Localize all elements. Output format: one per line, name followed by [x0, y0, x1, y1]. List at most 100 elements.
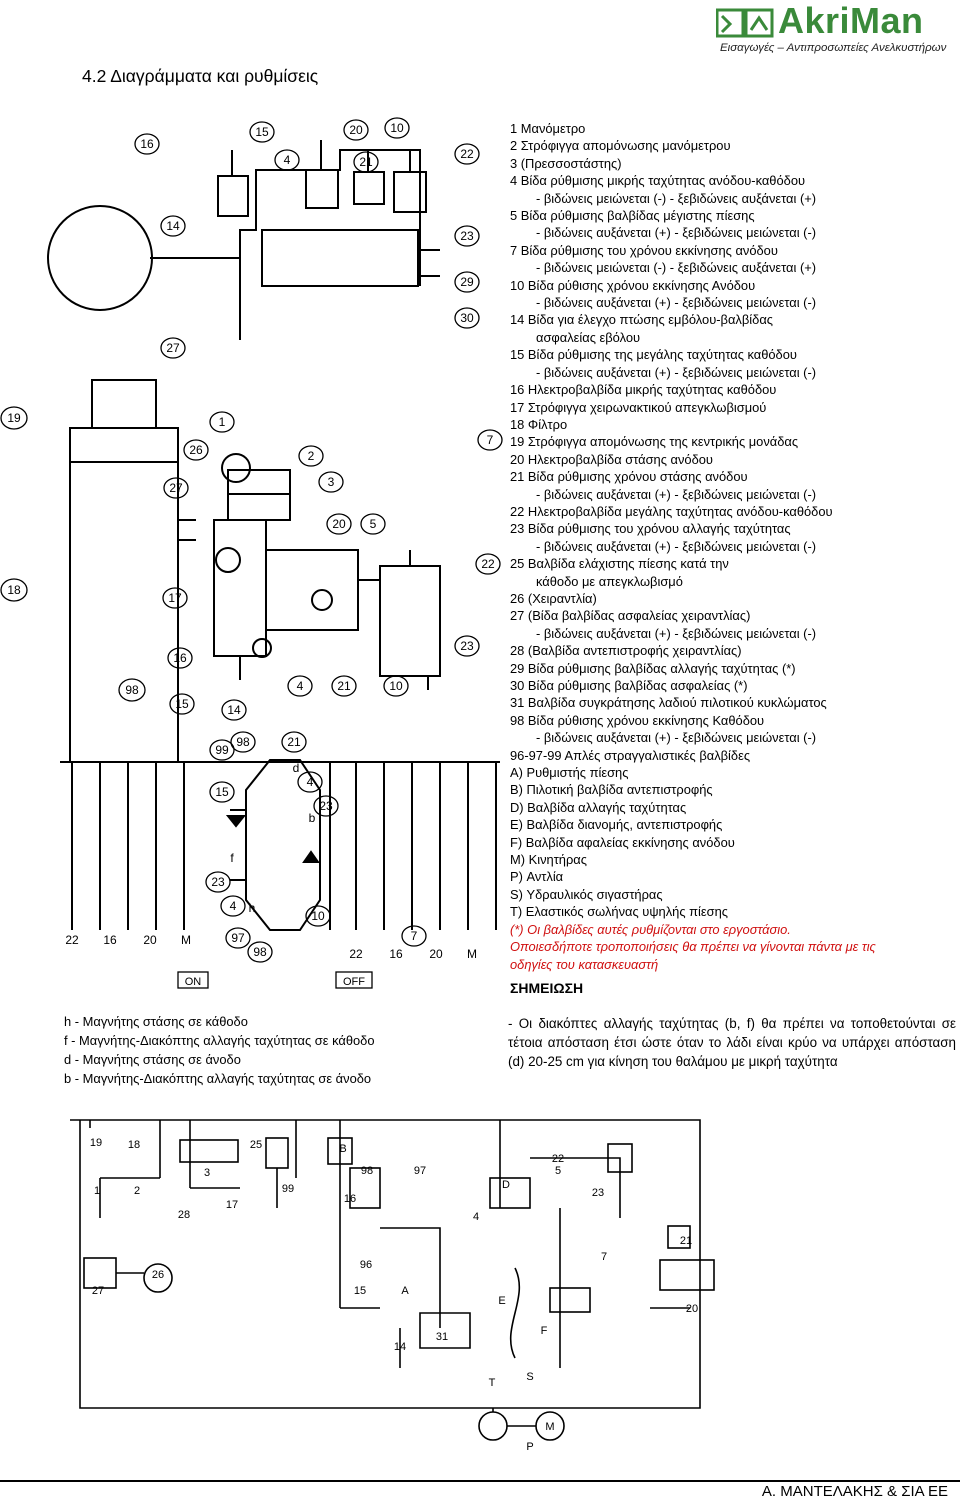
legend-item: - βιδώνεις μειώνεται (-) - ξεβιδώνεις αυ…: [536, 190, 817, 206]
magnet-item: f - Μαγνήτης-Διακόπτης αλλαγής ταχύτητας…: [64, 1033, 375, 1048]
legend-item: - βιδώνεις αυξάνεται (+) - ξεβιδώνεις με…: [536, 538, 817, 554]
label-5: 5: [370, 517, 377, 531]
label-98b: 98: [236, 735, 250, 749]
legend-item: 2 Στρόφιγγα απομόνωσης μανόμετρου: [510, 138, 731, 154]
legend-item: - βιδώνεις αυξάνεται (+) - ξεβιδώνεις με…: [536, 364, 817, 380]
sch-99: 99: [282, 1183, 294, 1195]
sch-4: 4: [473, 1211, 479, 1223]
label-27: 27: [166, 341, 180, 355]
sch-5: 5: [555, 1165, 561, 1177]
sch-26: 26: [152, 1269, 164, 1281]
legend-item: ασφαλείας εβόλου: [536, 329, 641, 345]
legend-item: - βιδώνεις μειώνεται (-) - ξεβιδώνεις αυ…: [536, 260, 817, 276]
legend-item: 29 Βίδα ρύθμισης βαλβίδας αλλαγής ταχύτη…: [510, 660, 796, 676]
footer-company: Α. ΜΑΝΤΕΛΑΚΗΣ & ΣΙΑ ΕΕ: [761, 1483, 948, 1500]
legend-item: 25 Βαλβίδα ελάχιστης πίεσης κατά την: [510, 556, 729, 572]
valve-block-diagram: 16 15 20 10 4 21 22 14 23 29 30 27 19 1 …: [0, 117, 503, 989]
label-98: 98: [125, 683, 139, 697]
label-22: 22: [460, 147, 474, 161]
sch-96: 96: [360, 1259, 372, 1271]
sch-23: 23: [592, 1187, 604, 1199]
label-4: 4: [284, 153, 291, 167]
sch-7: 7: [601, 1251, 607, 1263]
label-20: 20: [349, 123, 363, 137]
legend-item: 14 Βίδα για έλεγχο πτώσης εμβόλου-βαλβίδ…: [510, 312, 773, 328]
legend-item: - βιδώνεις αυξάνεται (+) - ξεβιδώνεις με…: [536, 295, 817, 311]
legend-item: 19 Στρόφιγγα απομόνωσης της κεντρικής μο…: [510, 434, 799, 450]
legend-item: 28 (Βαλβίδα αντεπιστροφής χειραντλίας): [510, 643, 742, 659]
label-7: 7: [487, 433, 494, 447]
legend-item: E) Βαλβίδα διανομής, αντεπιστροφής: [510, 817, 723, 833]
label-21: 21: [359, 155, 373, 169]
sch-T: T: [489, 1377, 496, 1389]
sch-17: 17: [226, 1199, 238, 1211]
label-20b: 20: [332, 517, 346, 531]
label-16b: 16: [173, 651, 187, 665]
label-17: 17: [168, 591, 182, 605]
sch-D: D: [502, 1179, 510, 1191]
sch-22: 22: [552, 1153, 564, 1165]
label-10: 10: [390, 121, 404, 135]
magnet-item: h - Μαγνήτης στάσης σε κάθοδο: [64, 1014, 248, 1029]
sch-97: 97: [414, 1165, 426, 1177]
label-21b: 21: [337, 679, 351, 693]
sch-27: 27: [92, 1285, 104, 1297]
label-3: 3: [328, 475, 335, 489]
legend-item: 27 (Βίδα βαλβίδας ασφαλείας χειραντλίας): [510, 608, 751, 624]
legend-item: (*) Οι βαλβίδες αυτές ρυθμίζονται στο ερ…: [510, 921, 791, 937]
label-15b: 15: [175, 697, 189, 711]
legend-item: 31 Βαλβίδα συγκράτησης λαδιού πιλοτικού …: [510, 695, 827, 711]
label-23b: 23: [460, 639, 474, 653]
legend-item: 20 Ηλεκτροβαλβίδα στάσης ανόδου: [510, 451, 713, 467]
label-7b: 7: [411, 929, 418, 943]
legend-item: M) Κινητήρας: [510, 852, 587, 868]
legend-item: 23 Βίδα ρύθμισης του χρόνου αλλαγής ταχύ…: [510, 521, 791, 537]
magnet-item: b - Μαγνήτης-Διακόπτης αλλαγής ταχύτητας…: [64, 1071, 372, 1086]
legend-item: 21 Βίδα ρύθμισης χρόνου στάσης ανόδου: [510, 469, 748, 485]
label-10b: 10: [389, 679, 403, 693]
legend-item: 5 Βίδα ρύθμισης βαλβίδας μέγιστης πίεσης: [510, 208, 755, 224]
sch-28: 28: [178, 1209, 190, 1221]
sch-98: 98: [361, 1165, 373, 1177]
sch-M: M: [545, 1421, 554, 1433]
brand-tagline: Εισαγωγές – Αντιπροσωπείες Ανελκυστήρων: [720, 42, 947, 54]
legend-item: S) Υδραυλικός σιγαστήρας: [510, 886, 663, 902]
sch-E: E: [498, 1295, 505, 1307]
label-29: 29: [460, 275, 474, 289]
legend-item: 30 Βίδα ρύθμισης βαλβίδας ασφαλείας (*): [510, 678, 748, 693]
label-2: 2: [308, 449, 315, 463]
sch-19: 19: [90, 1137, 102, 1149]
label-98c: 98: [253, 945, 267, 959]
legend-item: 17 Στρόφιγγα χειρωνακτικού απεγκλωβισμού: [510, 399, 767, 415]
note-heading: ΣΗΜΕΙΩΣΗ: [510, 980, 584, 996]
sch-2: 2: [134, 1185, 140, 1197]
label-16d: 16: [389, 947, 403, 961]
legend-item: 7 Βίδα ρύθμισης του χρόνου εκκίνησης ανό…: [510, 242, 778, 258]
legend-item: κάθοδο με απεγκλωβισμό: [536, 573, 683, 589]
sch-P: P: [526, 1441, 533, 1453]
label-14b: 14: [227, 703, 241, 717]
label-21c: 21: [287, 735, 301, 749]
label-4c: 4: [307, 775, 314, 789]
label-97: 97: [231, 931, 245, 945]
label-15: 15: [255, 125, 269, 139]
legend-item: 96-97-99 Απλές στραγγαλιστικές βαλβίδες: [510, 747, 751, 763]
label-23c: 23: [319, 799, 333, 813]
label-14: 14: [166, 219, 180, 233]
label-30: 30: [460, 311, 474, 325]
legend-item: - βιδώνεις αυξάνεται (+) - ξεβιδώνεις με…: [536, 625, 817, 641]
sch-21: 21: [680, 1235, 692, 1247]
sch-A: A: [401, 1285, 409, 1297]
sch-S: S: [526, 1371, 533, 1383]
label-15c: 15: [215, 785, 229, 799]
sch-F: F: [541, 1325, 548, 1337]
legend-item: - βιδώνεις αυξάνεται (+) - ξεβιδώνεις με…: [536, 225, 817, 241]
legend-item: F) Βαλβίδα αφαλείας εκκίνησης ανόδου: [510, 834, 735, 850]
brand-logo: AkriMan Εισαγωγές – Αντιπροσωπείες Ανελκ…: [716, 0, 954, 56]
magnet-list: h - Μαγνήτης στάσης σε κάθοδο f - Μαγνήτη…: [64, 1012, 375, 1088]
label-22d: 22: [349, 947, 363, 961]
label-19: 19: [7, 411, 21, 425]
label-20d: 20: [429, 947, 443, 961]
label-10c: 10: [311, 909, 325, 923]
hydraulic-schematic: 19 18 1 2 3 25 B 99 98 97 16 17 28 22 5 …: [70, 1119, 715, 1453]
